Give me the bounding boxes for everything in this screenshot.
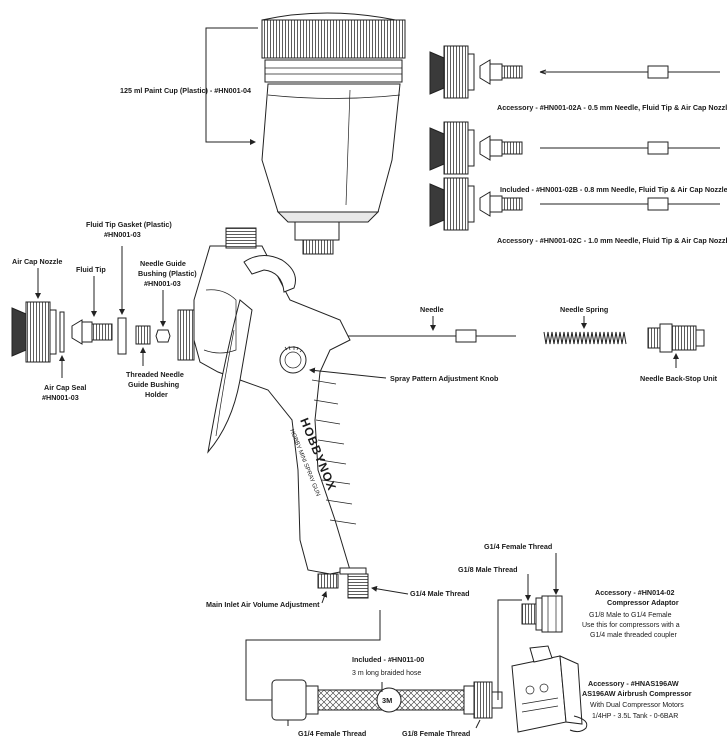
paint-cup-label: 125 ml Paint Cup (Plastic) - #HN001-04 [120,86,251,95]
needle-backstop-part [647,323,705,353]
hose-label-1: Included - #HN011-00 [352,655,424,664]
needle-guide-label-3: #HN001-03 [144,279,181,288]
compressor-label-1: Accessory - #HNAS196AW [588,679,679,688]
fluid-tip-gasket-label-1: Fluid Tip Gasket (Plastic) [86,220,172,229]
needle-guide-label-2: Bushing (Plastic) [138,269,197,278]
compressor-adaptor-part [521,595,563,633]
needle-label: Needle [420,305,444,314]
compressor-label-3: With Dual Compressor Motors [590,702,684,709]
nozzle-set-row-02c [429,177,720,231]
nozzle-set-row-02a [429,45,720,99]
air-cap-nozzle-label: Air Cap Nozzle [12,257,62,266]
needle-guide-label-1: Needle Guide [140,259,186,268]
hose-length-badge [376,687,402,713]
included-02b-label: Included - #HN001-02B - 0.8 mm Needle, F… [500,185,727,194]
fluid-tip-part [71,319,113,345]
nozzle-set-row-02b [429,121,720,175]
accessory-02a-label: Accessory - #HN001-02A - 0.5 mm Needle, … [497,103,727,112]
needle-spring-part [543,331,627,345]
main-inlet-label: Main Inlet Air Volume Adjustment [206,600,320,609]
paint-cup [261,12,406,255]
g14-male-label: G1/4 Male Thread [410,589,470,598]
needle-part [348,329,516,343]
air-cap-nozzle-part [11,301,57,363]
threaded-needle-guide-part [135,325,151,345]
adaptor-label-4: Use this for compressors with a [582,622,680,629]
main-inlet-leader [321,591,328,604]
adaptor-label-5: G1/4 male threaded coupler [590,632,677,639]
g14-male-leader [371,585,409,595]
spray-knob-leader [309,367,387,379]
adaptor-label-2: Compressor Adaptor [607,598,679,607]
compressor-label-2: AS196AW Airbrush Compressor [582,689,692,698]
hose-label-2: 3 m long braided hose [352,670,421,677]
g18-female-label: G1/8 Female Thread [402,729,470,738]
needle-guide-bushing-part [155,329,171,343]
fluid-tip-label: Fluid Tip [76,265,106,274]
needle-spring-label: Needle Spring [560,305,608,314]
adaptor-label-3: G1/8 Male to G1/4 Female [589,612,672,619]
air-cap-seal-label-2: #HN001-03 [42,393,79,402]
g18-male-label: G1/8 Male Thread [458,565,518,574]
air-cap-seal-label-1: Air Cap Seal [44,383,86,392]
air-cap-seal-part [59,311,65,353]
spray-knob-label: Spray Pattern Adjustment Knob [390,374,499,383]
g18-female-leader [475,719,481,729]
compressor-label-4: 1/4HP - 3.5L Tank - 0-6BAR [592,713,678,720]
threaded-label-3: Holder [145,390,168,399]
spray-gun-body [177,227,369,599]
hose-badge-label: 3M [382,696,392,705]
accessory-02c-label: Accessory - #HN001-02C - 1.0 mm Needle, … [497,236,727,245]
threaded-label-2: Guide Bushing [128,380,179,389]
fluid-tip-gasket-label-2: #HN001-03 [104,230,141,239]
adaptor-label-1: Accessory - #HN014-02 [595,588,675,597]
fluid-tip-gasket-part [117,317,127,355]
gun-to-hose-line [245,610,381,701]
paint-cup-leader [205,27,258,145]
needle-backstop-label: Needle Back-Stop Unit [640,374,718,383]
hose-to-adaptor-line [497,599,522,700]
threaded-label-1: Threaded Needle [126,370,184,379]
g14-female-top-label: G1/4 Female Thread [484,542,552,551]
airbrush-compressor-part [511,645,588,733]
g14-female-bottom-label: G1/4 Female Thread [298,729,366,738]
